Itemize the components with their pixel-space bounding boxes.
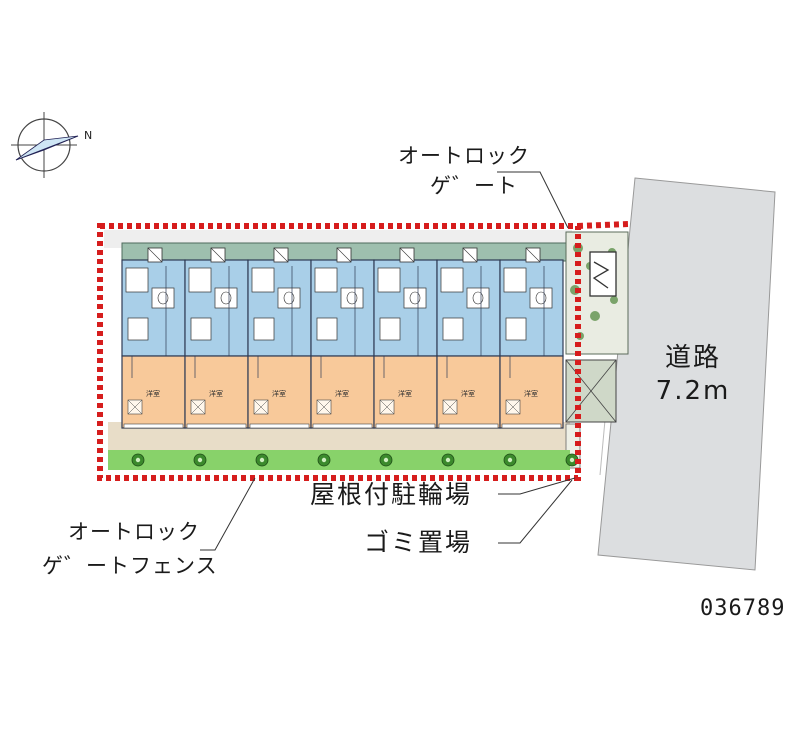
autolock-gate-fence-label-line2: ゲ゛ートフェンス bbox=[42, 554, 218, 578]
unit-balcony bbox=[249, 423, 310, 429]
unit-room bbox=[436, 355, 501, 429]
unit-kitchen bbox=[440, 267, 464, 293]
unit-bath bbox=[442, 317, 464, 341]
apartment-unit: 洋室 bbox=[499, 247, 564, 429]
unit-kitchen bbox=[188, 267, 212, 293]
unit-bath bbox=[127, 317, 149, 341]
unit-bath bbox=[379, 317, 401, 341]
apartment-unit: 洋室 bbox=[121, 247, 186, 429]
leader-lines bbox=[200, 171, 576, 551]
unit-balcony bbox=[123, 423, 184, 429]
hedge-row bbox=[108, 450, 570, 470]
garbage-area-label: ゴミ置場 bbox=[364, 528, 473, 557]
road-label-line1: 道路 bbox=[664, 343, 721, 373]
apartment-unit: 洋室 bbox=[436, 247, 501, 429]
leader-gate-fence bbox=[200, 477, 256, 551]
unit-room-label: 洋室 bbox=[209, 389, 223, 398]
unit-bath bbox=[190, 317, 212, 341]
boundary-fence bbox=[97, 223, 581, 481]
unit-balcony bbox=[438, 423, 499, 429]
hedge-trees bbox=[131, 453, 579, 467]
road-width-label: 7.2m bbox=[655, 376, 731, 406]
unit-room-label: 洋室 bbox=[146, 389, 160, 398]
unit-room-label: 洋室 bbox=[398, 389, 412, 398]
unit-bath bbox=[316, 317, 338, 341]
property-id: 036789 bbox=[700, 596, 786, 621]
unit-room-label: 洋室 bbox=[272, 389, 286, 398]
unit-kitchen bbox=[125, 267, 149, 293]
leader-bicycle-parking bbox=[498, 477, 576, 495]
unit-kitchen bbox=[314, 267, 338, 293]
unit-balcony bbox=[312, 423, 373, 429]
leader-autolock-gate bbox=[497, 171, 569, 229]
unit-room-label: 洋室 bbox=[335, 389, 349, 398]
unit-bath bbox=[505, 317, 527, 341]
unit-room-label: 洋室 bbox=[524, 389, 538, 398]
compass-north-label: N bbox=[84, 129, 92, 142]
unit-kitchen bbox=[377, 267, 401, 293]
apartment-unit: 洋室 bbox=[184, 247, 249, 429]
unit-kitchen bbox=[503, 267, 527, 293]
compass-icon: N bbox=[11, 112, 92, 178]
gate-icon bbox=[589, 251, 617, 297]
autolock-gate-fence-label-line1: オートロック bbox=[68, 520, 200, 544]
leader-garbage-area bbox=[498, 479, 573, 544]
unit-balcony bbox=[501, 423, 562, 429]
apartment-unit: 洋室 bbox=[247, 247, 312, 429]
apartment-unit: 洋室 bbox=[373, 247, 438, 429]
unit-kitchen bbox=[251, 267, 275, 293]
road-area bbox=[597, 177, 776, 571]
unit-balcony bbox=[186, 423, 247, 429]
apartment-units: 洋室 洋室 洋室 洋室 洋室 洋室 洋室 bbox=[121, 247, 564, 429]
boundary-fence-top-right bbox=[577, 221, 629, 229]
unit-bath bbox=[253, 317, 275, 341]
autolock-gate-label-line1: オートロック bbox=[398, 144, 530, 168]
covered-bicycle-parking-label: 屋根付駐輪場 bbox=[310, 480, 473, 509]
unit-balcony bbox=[375, 423, 436, 429]
road-edge bbox=[578, 419, 606, 476]
unit-room bbox=[247, 355, 312, 429]
autolock-gate-label-line2: ゲ゛ート bbox=[430, 174, 518, 198]
unit-room-label: 洋室 bbox=[461, 389, 475, 398]
apartment-unit: 洋室 bbox=[310, 247, 375, 429]
